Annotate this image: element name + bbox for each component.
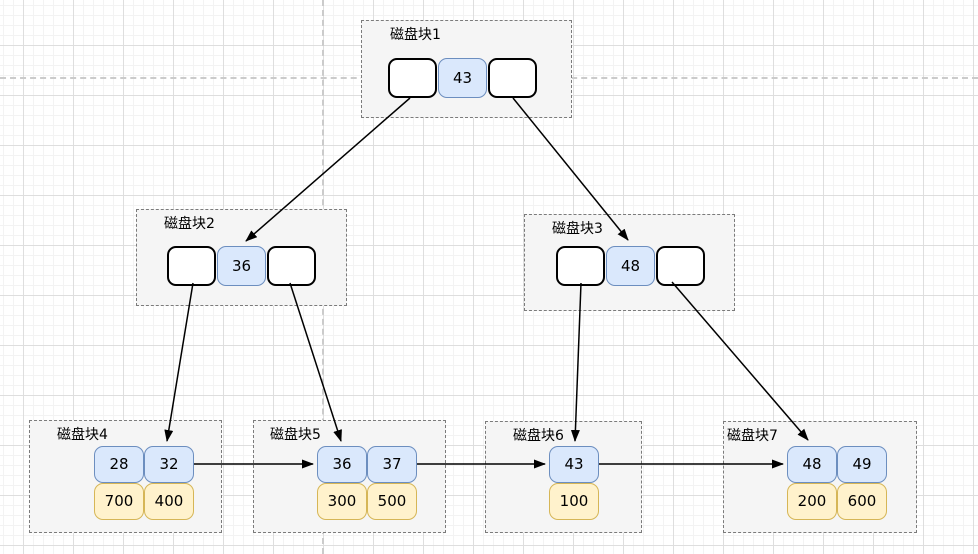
disk-block-2[interactable]: 磁盘块2 36: [136, 209, 347, 306]
disk-block-7-label: 磁盘块7: [727, 428, 778, 444]
disk-block-6[interactable]: 磁盘块6 43 100: [485, 421, 642, 533]
disk-block-4-key-28[interactable]: 28: [94, 446, 144, 483]
disk-block-5[interactable]: 磁盘块5 36 37 300 500: [253, 420, 446, 533]
disk-block-2-key-36[interactable]: 36: [217, 246, 266, 286]
disk-block-2-pointer-left[interactable]: [167, 246, 216, 286]
disk-block-3[interactable]: 磁盘块3 48: [524, 214, 735, 311]
disk-block-4-value-700[interactable]: 700: [94, 483, 144, 520]
disk-block-1-label: 磁盘块1: [390, 27, 441, 43]
disk-block-4-key-32[interactable]: 32: [144, 446, 194, 483]
disk-block-6-key-43[interactable]: 43: [549, 446, 599, 483]
disk-block-6-value-100[interactable]: 100: [549, 483, 599, 520]
disk-block-7[interactable]: 磁盘块7 48 49 200 600: [723, 421, 917, 533]
disk-block-5-label: 磁盘块5: [270, 427, 321, 443]
disk-block-4-label: 磁盘块4: [57, 427, 108, 443]
disk-block-5-key-37[interactable]: 37: [367, 446, 417, 483]
disk-block-1-pointer-left[interactable]: [388, 58, 437, 98]
disk-block-3-key-48[interactable]: 48: [606, 246, 655, 286]
disk-block-5-value-300[interactable]: 300: [317, 483, 367, 520]
disk-block-7-key-49[interactable]: 49: [837, 446, 887, 483]
disk-block-7-value-200[interactable]: 200: [787, 483, 837, 520]
disk-block-5-value-500[interactable]: 500: [367, 483, 417, 520]
disk-block-7-key-48[interactable]: 48: [787, 446, 837, 483]
disk-block-1[interactable]: 磁盘块1 43: [361, 20, 572, 118]
disk-block-4-value-400[interactable]: 400: [144, 483, 194, 520]
disk-block-3-label: 磁盘块3: [552, 221, 603, 237]
disk-block-2-label: 磁盘块2: [164, 216, 215, 232]
edge-block2-to-block4-arrow[interactable]: [164, 282, 194, 442]
disk-block-3-pointer-left[interactable]: [556, 246, 605, 286]
edge-block2-to-block5-arrow[interactable]: [289, 282, 342, 442]
disk-block-6-label: 磁盘块6: [513, 428, 564, 444]
disk-block-3-pointer-right[interactable]: [656, 246, 705, 286]
disk-block-1-pointer-right[interactable]: [488, 58, 537, 98]
disk-block-7-value-600[interactable]: 600: [837, 483, 887, 520]
disk-block-4[interactable]: 磁盘块4 28 32 700 400: [29, 420, 222, 533]
disk-block-1-key-43[interactable]: 43: [438, 58, 487, 98]
disk-block-2-pointer-right[interactable]: [267, 246, 316, 286]
disk-block-5-key-36[interactable]: 36: [317, 446, 367, 483]
